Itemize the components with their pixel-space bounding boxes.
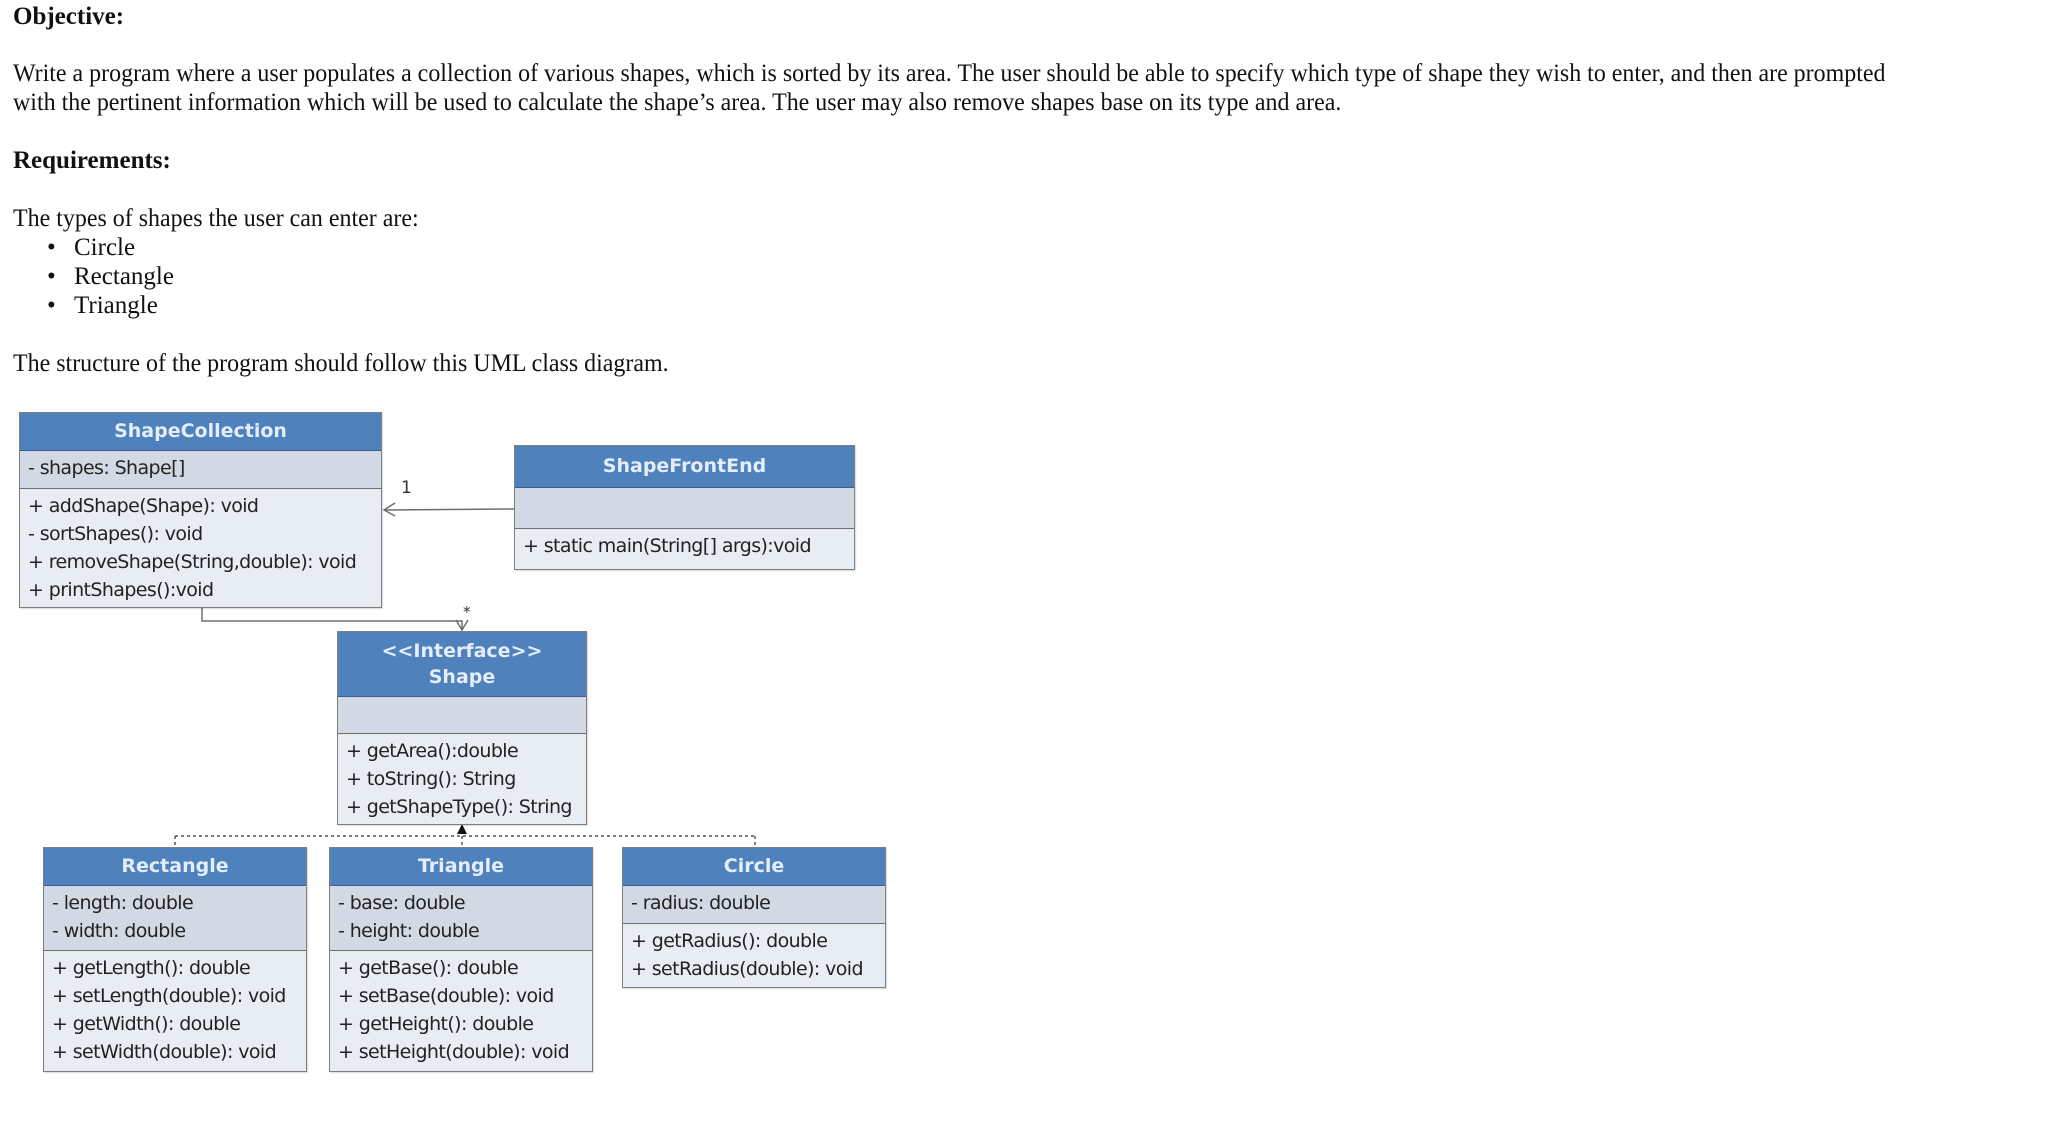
shape-types-intro: The types of shapes the user can enter a…	[13, 205, 419, 232]
objective-line-2: with the pertinent information which wil…	[13, 89, 1342, 116]
method: + printShapes():void	[28, 579, 214, 601]
method: + addShape(Shape): void	[28, 495, 259, 517]
requirements-heading: Requirements:	[13, 147, 171, 174]
realization-arrowhead-icon	[457, 824, 467, 834]
association-arrow	[382, 502, 515, 517]
class-attributes: - length: double - width: double	[44, 886, 306, 951]
list-item-label: Circle	[74, 234, 136, 261]
class-name: Shape	[428, 666, 496, 688]
objective-line-1: Write a program where a user populates a…	[13, 60, 1886, 87]
class-methods: + static main(String[] args):void	[515, 529, 854, 560]
method: + getHeight(): double	[338, 1013, 534, 1035]
class-attributes: - radius: double	[623, 886, 885, 924]
class-name: Triangle	[330, 848, 592, 886]
method: + getWidth(): double	[52, 1013, 241, 1035]
class-attributes: - base: double - height: double	[330, 886, 592, 951]
class-methods: + getLength(): double + setLength(double…	[44, 951, 306, 1066]
multiplicity-one: 1	[401, 478, 412, 498]
class-attributes	[338, 697, 586, 734]
class-attributes: - shapes: Shape[]	[20, 451, 381, 489]
aggregation-line	[201, 608, 469, 632]
method: + getLength(): double	[52, 957, 251, 979]
class-circle: Circle - radius: double + getRadius(): d…	[622, 847, 886, 988]
class-shape-collection: ShapeCollection - shapes: Shape[] + addS…	[19, 412, 382, 608]
bullet-icon: •	[47, 234, 56, 261]
class-methods: + addShape(Shape): void - sortShapes(): …	[20, 489, 381, 604]
multiplicity-many: *	[463, 603, 471, 621]
class-shape-front-end: ShapeFrontEnd + static main(String[] arg…	[514, 445, 855, 570]
class-name: Circle	[623, 848, 885, 886]
uml-intro: The structure of the program should foll…	[13, 350, 669, 377]
class-name: ShapeCollection	[20, 413, 381, 451]
method: + setLength(double): void	[52, 985, 286, 1007]
realization-lines	[174, 835, 756, 847]
class-attributes	[515, 488, 854, 529]
attribute: - height: double	[338, 920, 480, 942]
method: + setHeight(double): void	[338, 1041, 570, 1063]
interface-header: <<Interface>> Shape	[338, 632, 586, 697]
objective-heading: Objective:	[13, 3, 125, 30]
attribute: - width: double	[52, 920, 186, 942]
interface-shape: <<Interface>> Shape + getArea():double +…	[337, 631, 587, 825]
method: + setWidth(double): void	[52, 1041, 277, 1063]
stereotype-label: <<Interface>>	[381, 640, 543, 662]
attribute: - base: double	[338, 892, 466, 914]
method: - sortShapes(): void	[28, 523, 203, 545]
attribute: - radius: double	[631, 892, 771, 914]
class-name: ShapeFrontEnd	[515, 446, 854, 488]
class-methods: + getBase(): double + setBase(double): v…	[330, 951, 592, 1066]
method: + getShapeType(): String	[346, 796, 572, 818]
method: + setBase(double): void	[338, 985, 554, 1007]
method: + static main(String[] args):void	[523, 535, 812, 557]
bullet-icon: •	[47, 292, 56, 319]
method: + getArea():double	[346, 740, 519, 762]
class-methods: + getRadius(): double + setRadius(double…	[623, 924, 885, 983]
bullet-icon: •	[47, 263, 56, 290]
class-triangle: Triangle - base: double - height: double…	[329, 847, 593, 1072]
list-item-label: Triangle	[74, 292, 158, 319]
method: + getRadius(): double	[631, 930, 828, 952]
method: + removeShape(String,double): void	[28, 551, 357, 573]
method: + toString(): String	[346, 768, 516, 790]
attribute: - length: double	[52, 892, 194, 914]
attribute: - shapes: Shape[]	[28, 457, 185, 479]
class-name: Rectangle	[44, 848, 306, 886]
method: + getBase(): double	[338, 957, 519, 979]
method: + setRadius(double): void	[631, 958, 864, 980]
list-item-label: Rectangle	[74, 263, 174, 290]
class-rectangle: Rectangle - length: double - width: doub…	[43, 847, 307, 1072]
class-methods: + getArea():double + toString(): String …	[338, 734, 586, 821]
